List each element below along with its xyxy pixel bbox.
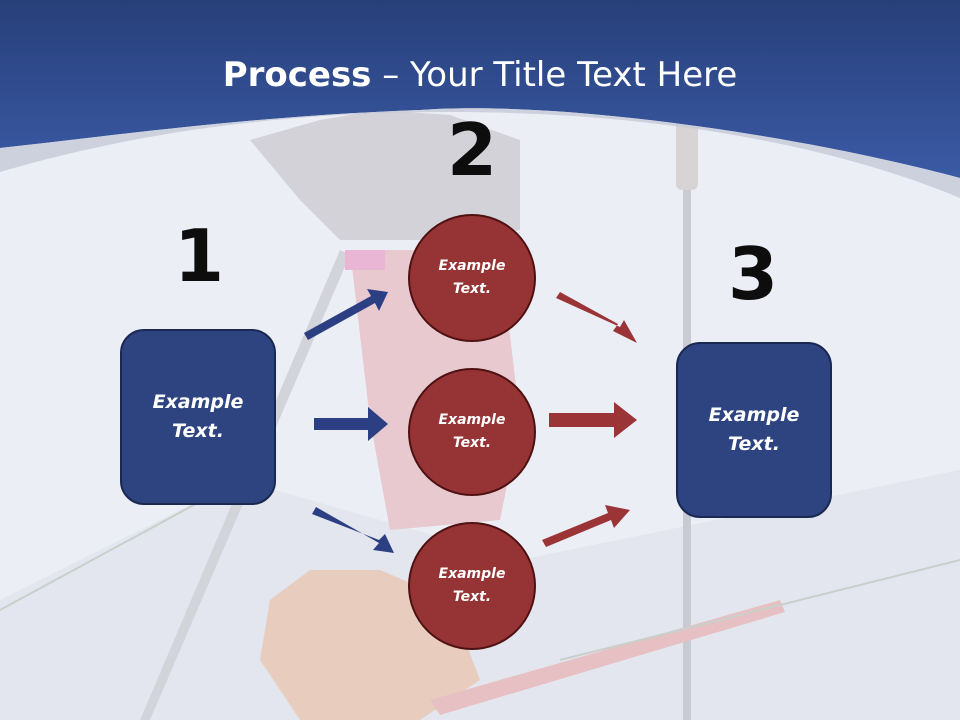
middle-circle-top: Example Text.	[408, 214, 536, 342]
title-rest: – Your Title Text Here	[371, 55, 738, 95]
arrows-to-right-box	[542, 292, 637, 547]
title-bold: Process	[222, 55, 372, 95]
arrow-up-right	[304, 289, 388, 340]
left-box: Example Text.	[120, 329, 276, 505]
right-box: Example Text.	[676, 342, 832, 518]
arrow-down-right-red	[556, 292, 637, 343]
step-number-2: 2	[446, 108, 498, 192]
left-box-label: Example Text.	[152, 391, 244, 442]
arrow-up-right-red	[542, 505, 630, 547]
step-number-1: 1	[173, 214, 225, 298]
middle-circle-center: Example Text.	[408, 368, 536, 496]
arrows-to-circles	[304, 289, 394, 553]
arrow-right-red	[549, 402, 637, 438]
middle-circle-center-label: Example Text.	[438, 412, 506, 451]
middle-circle-bottom: Example Text.	[408, 522, 536, 650]
header-band	[0, 0, 960, 198]
right-box-label: Example Text.	[708, 404, 800, 455]
step-number-3: 3	[727, 232, 779, 316]
slide-title: Process – Your Title Text Here	[0, 52, 960, 98]
arrow-right	[314, 407, 388, 441]
middle-circle-bottom-label: Example Text.	[438, 566, 506, 605]
middle-circle-top-label: Example Text.	[438, 258, 506, 297]
arrow-down-right	[312, 507, 394, 553]
